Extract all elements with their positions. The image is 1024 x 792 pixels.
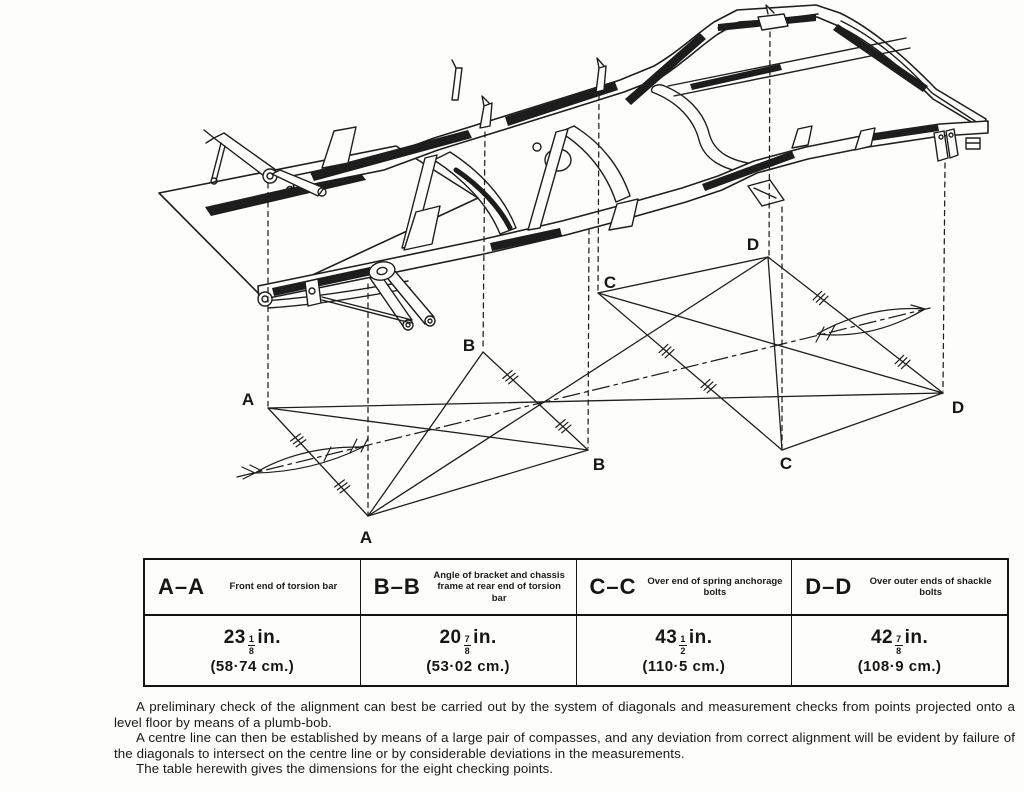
table-header: B–B Angle of bracket and chassis frame a… — [360, 560, 576, 616]
section-label: B–B — [373, 574, 421, 599]
point-label-c2: C — [780, 454, 792, 473]
section-label: D–D — [805, 574, 853, 599]
steering-post — [451, 59, 463, 101]
dimension-metric: (110·5 cm.) — [642, 657, 726, 675]
point-label-d1: D — [747, 235, 759, 254]
compass-arc-left — [241, 437, 369, 480]
section-label: C–C — [589, 574, 637, 599]
outrigger-bracket — [321, 126, 357, 169]
torsion-bar-arm — [203, 129, 327, 197]
section-description: Angle of bracket and chassis frame at re… — [433, 570, 565, 604]
section-description: Over outer ends of shackle bolts — [869, 575, 992, 598]
table-header: C–C Over end of spring anchorage bolts — [576, 560, 792, 616]
checking-pin-b — [479, 95, 493, 129]
centre-line — [236, 307, 931, 478]
plumb-lines — [267, 31, 946, 515]
point-label-d2: D — [952, 398, 964, 417]
table-header: A–A Front end of torsion bar — [145, 560, 360, 616]
table-header: D–D Over outer ends of shackle bolts — [792, 560, 1007, 616]
steering-idler-arms — [321, 261, 436, 331]
measure-ticks — [289, 290, 911, 494]
dimension-metric: (108·9 cm.) — [857, 657, 942, 675]
paragraph-centre-line: A centre line can then be established by… — [114, 730, 1015, 761]
shackle-bracket — [933, 128, 981, 162]
swan-neck-tube — [650, 84, 755, 174]
paragraph-table-reference: The table herewith gives the dimensions … — [136, 761, 554, 777]
section-description: Front end of torsion bar — [229, 581, 338, 593]
checking-pin-c — [595, 57, 607, 93]
section-label: A–A — [158, 574, 206, 599]
body-text: A preliminary check of the alignment can… — [114, 699, 1015, 777]
chassis-illustration — [158, 4, 989, 331]
point-label-a2: A — [360, 528, 372, 547]
compass-arc-right — [815, 304, 926, 343]
dimension-metric: (53·02 cm.) — [426, 657, 511, 675]
point-label-b2: B — [593, 455, 605, 474]
rear-crossmember-bracket — [757, 4, 789, 31]
paragraph-preliminary-check: A preliminary check of the alignment can… — [114, 699, 1015, 730]
table-column-b-b: B–B Angle of bracket and chassis frame a… — [360, 560, 577, 685]
spring-anchorage-bracket — [747, 179, 785, 207]
diagonal-lines — [267, 256, 944, 517]
dimension-metric: (58·74 cm.) — [210, 657, 295, 675]
floor-projection-diagram: A A B B C C D D — [236, 31, 964, 547]
section-description: Over end of spring anchorage bolts — [647, 575, 783, 598]
point-label-a1: A — [242, 390, 254, 409]
table-column-c-c: C–C Over end of spring anchorage bolts 4… — [576, 560, 793, 685]
point-label-c1: C — [604, 273, 616, 292]
point-label-b1: B — [463, 336, 475, 355]
